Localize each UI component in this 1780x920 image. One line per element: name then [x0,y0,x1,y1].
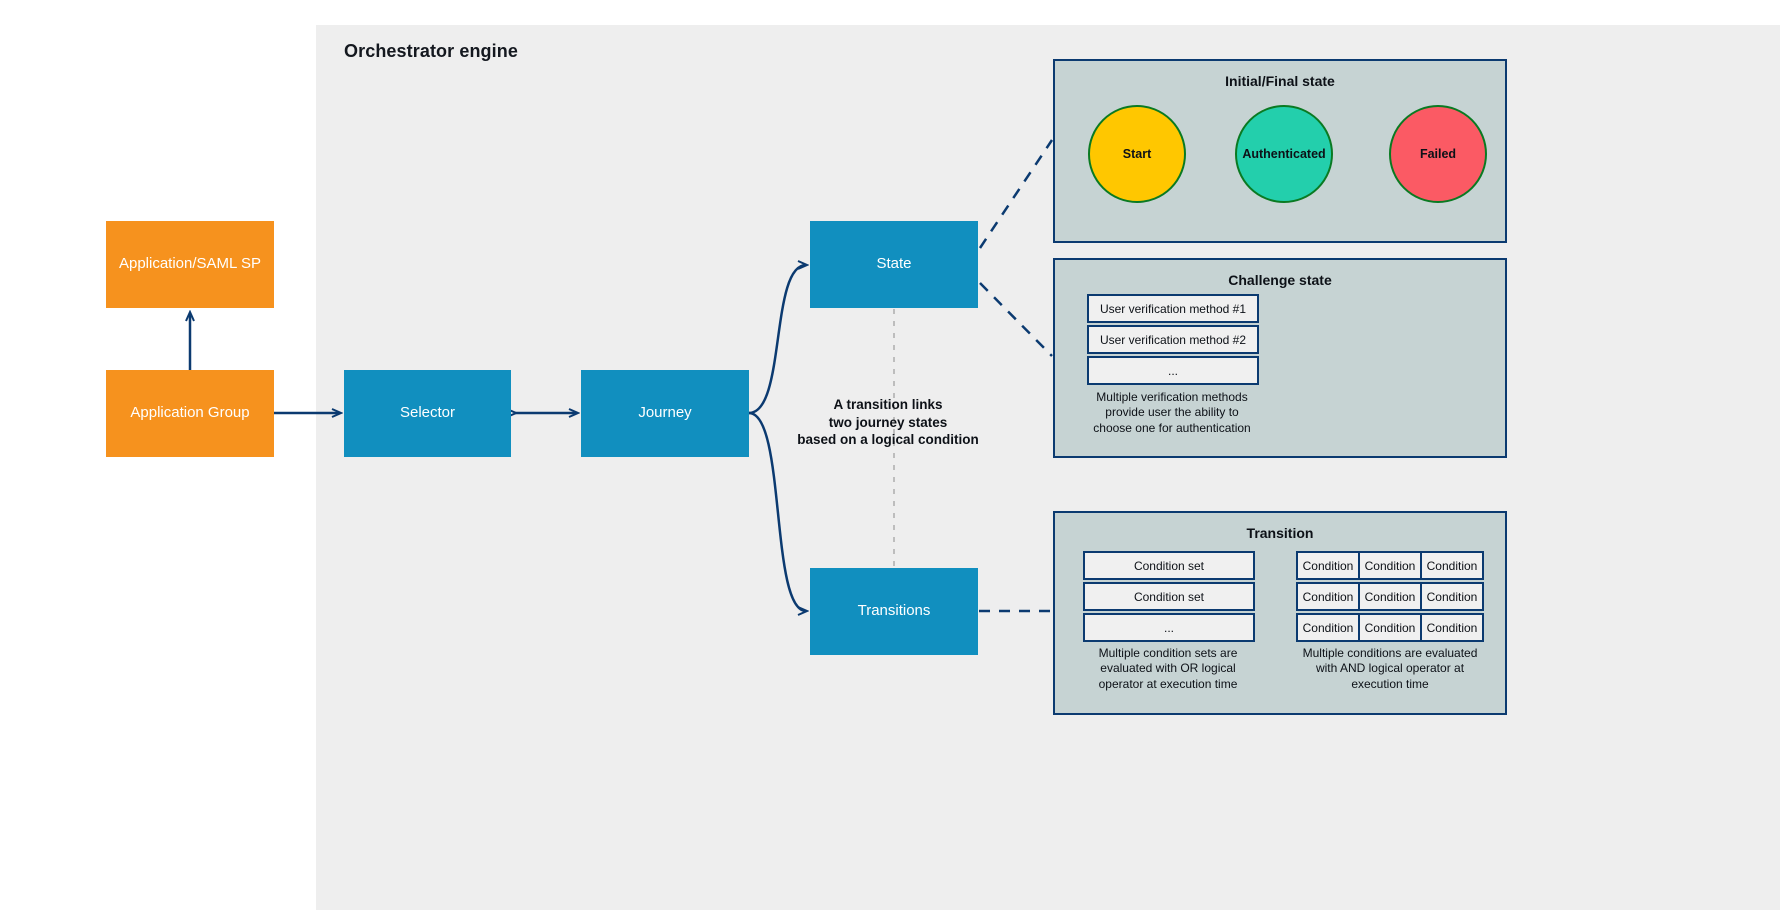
annotation-line-1: A transition links [833,397,943,412]
condition-set-1[interactable]: Condition set [1083,551,1255,580]
chip-label: ... [1163,620,1174,635]
chip-label: Condition set [1133,558,1205,573]
condition-r0-c1[interactable]: Condition [1358,551,1422,580]
transition-annotation: A transition links two journey states ba… [780,396,996,449]
chip-label: Condition [1426,620,1478,635]
chip-label: Condition [1426,558,1478,573]
annotation-line-3: based on a logical condition [797,432,979,448]
page-title: Orchestrator engine [344,41,518,61]
panel-title: Challenge state [1228,272,1332,288]
node-state[interactable]: State [810,221,978,308]
panel-title: Initial/Final state [1225,73,1335,89]
circle-label: Start [1122,147,1152,161]
condition-r1-c0[interactable]: Condition [1296,582,1360,611]
condition-r0-c0[interactable]: Condition [1296,551,1360,580]
condition-set-more[interactable]: ... [1083,613,1255,642]
node-label: Selector [399,404,456,422]
chip-label: Condition [1302,558,1354,573]
node-label: Journey [638,404,692,422]
chip-label: Condition [1364,620,1416,635]
node-application-group[interactable]: Application Group [106,370,274,457]
caption-line-2: provide user the ability to [1105,405,1239,420]
node-label: State [876,255,912,273]
annotation-line-2: two journey states [828,414,948,430]
circle-label: Failed [1419,147,1457,161]
circle-label: Authenticated [1242,147,1326,161]
node-journey[interactable]: Journey [581,370,749,457]
node-label: Transitions [857,602,931,620]
chip-label: Condition [1426,589,1478,604]
chip-label: Condition [1302,620,1354,635]
verification-method-more[interactable]: ... [1087,356,1259,385]
caption-line-2: with AND logical operator at [1315,661,1465,676]
verification-method-1[interactable]: User verification method #1 [1087,294,1259,323]
node-label: Application/SAML SP [118,255,262,273]
panel-title: Transition [1246,525,1314,541]
conditions-caption: Multiple conditions are evaluated with A… [1290,646,1490,692]
caption-line-1: Multiple condition sets are [1098,646,1238,660]
caption-line-1: Multiple verification methods [1096,390,1248,404]
chip-label: Condition set [1133,589,1205,604]
condition-r0-c2[interactable]: Condition [1420,551,1484,580]
caption-line-2: evaluated with OR logical [1100,661,1236,676]
chip-label: User verification method #1 [1099,301,1247,316]
state-circle-failed[interactable]: Failed [1389,105,1487,203]
condition-r1-c1[interactable]: Condition [1358,582,1422,611]
challenge-caption: Multiple verification methods provide us… [1087,390,1257,436]
node-application-saml-sp[interactable]: Application/SAML SP [106,221,274,308]
condition-r2-c2[interactable]: Condition [1420,613,1484,642]
orchestrator-engine-panel [316,25,1780,910]
chip-label: Condition [1364,589,1416,604]
node-selector[interactable]: Selector [344,370,511,457]
condition-r2-c0[interactable]: Condition [1296,613,1360,642]
caption-line-3: choose one for authentication [1093,420,1251,435]
state-circle-authenticated[interactable]: Authenticated [1235,105,1333,203]
caption-line-1: Multiple conditions are evaluated [1302,646,1478,660]
node-label: Application Group [130,404,250,422]
chip-label: User verification method #2 [1099,332,1247,347]
caption-line-3: operator at execution time [1098,676,1238,691]
condition-sets-caption: Multiple condition sets are evaluated wi… [1083,646,1253,692]
condition-r1-c2[interactable]: Condition [1420,582,1484,611]
chip-label: Condition [1302,589,1354,604]
caption-line-3: execution time [1351,676,1429,691]
state-circle-start[interactable]: Start [1088,105,1186,203]
verification-method-2[interactable]: User verification method #2 [1087,325,1259,354]
condition-r2-c1[interactable]: Condition [1358,613,1422,642]
chip-label: Condition [1364,558,1416,573]
chip-label: ... [1167,363,1178,378]
node-transitions[interactable]: Transitions [810,568,978,655]
condition-set-2[interactable]: Condition set [1083,582,1255,611]
